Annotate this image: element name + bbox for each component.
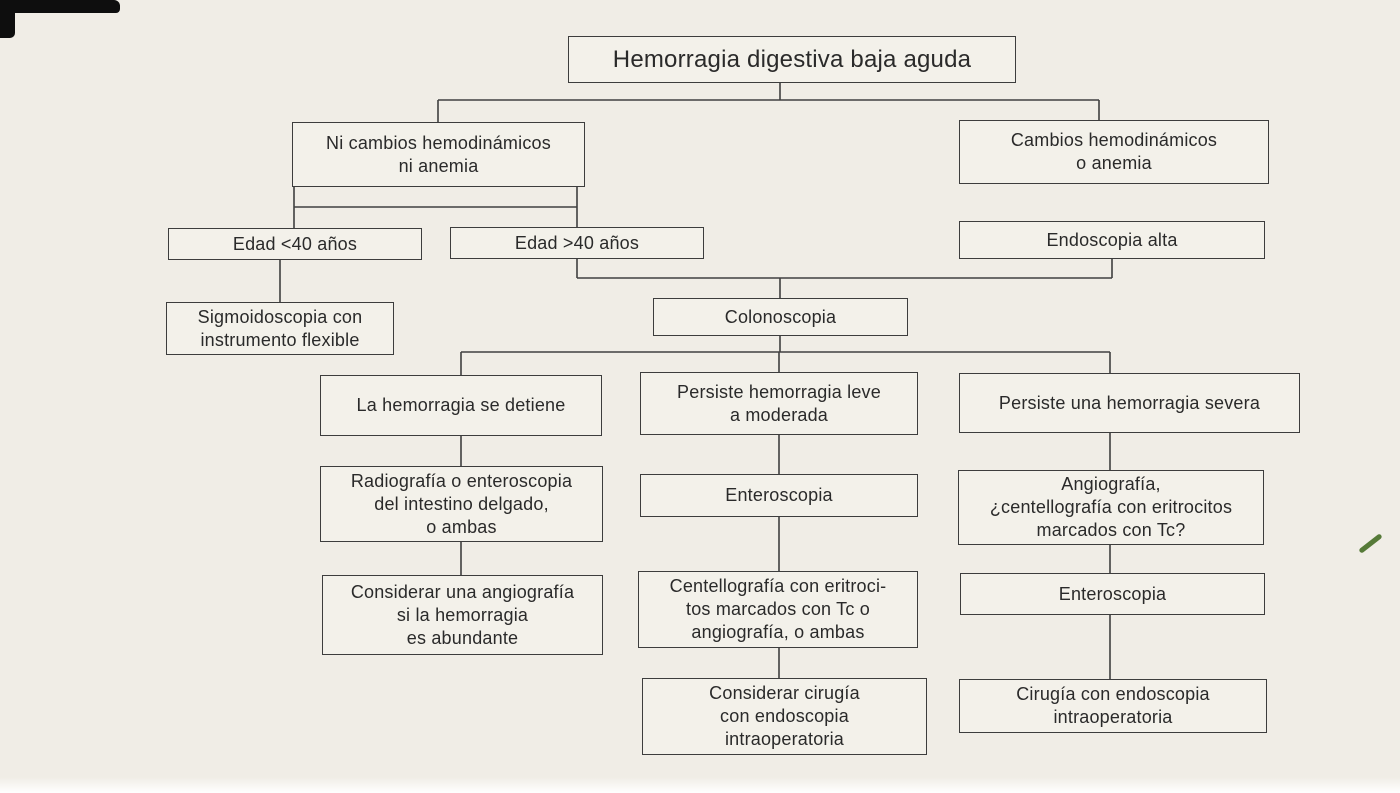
node-title: Hemorragia digestiva baja aguda: [568, 36, 1016, 83]
node-enteroscopia-derecha: Enteroscopia: [960, 573, 1265, 615]
scan-artifact-left-edge: [0, 0, 15, 38]
node-edad-menor-40: Edad <40 años: [168, 228, 422, 260]
node-enteroscopia-media: Enteroscopia: [640, 474, 918, 517]
node-considerar-angiografia: Considerar una angiografía si la hemorra…: [322, 575, 603, 655]
node-considerar-cirugia: Considerar cirugía con endoscopia intrao…: [642, 678, 927, 755]
node-persiste-hemorragia-leve: Persiste hemorragia leve a moderada: [640, 372, 918, 435]
node-endoscopia-alta: Endoscopia alta: [959, 221, 1265, 259]
node-cirugia-endoscopia: Cirugía con endoscopia intraoperatoria: [959, 679, 1267, 733]
node-angiografia-centellografia: Angiografía, ¿centellografía con eritroc…: [958, 470, 1264, 545]
node-persiste-hemorragia-severa: Persiste una hemorragia severa: [959, 373, 1300, 433]
connector-path: [279, 83, 1113, 679]
node-centellografia: Centellografía con eritroci- tos marcado…: [638, 571, 918, 648]
page-bottom-fade: [0, 777, 1400, 793]
node-radiografia-enteroscopia: Radiografía o enteroscopia del intestino…: [320, 466, 603, 542]
node-edad-mayor-40: Edad >40 años: [450, 227, 704, 259]
node-sigmoidoscopia: Sigmoidoscopia con instrumento flexible: [166, 302, 394, 355]
scan-artifact-top-edge: [0, 0, 120, 13]
node-hemorragia-se-detiene: La hemorragia se detiene: [320, 375, 602, 436]
node-sin-cambios-hemodinamicos: Ni cambios hemodinámicos ni anemia: [292, 122, 585, 187]
node-colonoscopia: Colonoscopia: [653, 298, 908, 336]
node-cambios-hemodinamicos: Cambios hemodinámicos o anemia: [959, 120, 1269, 184]
